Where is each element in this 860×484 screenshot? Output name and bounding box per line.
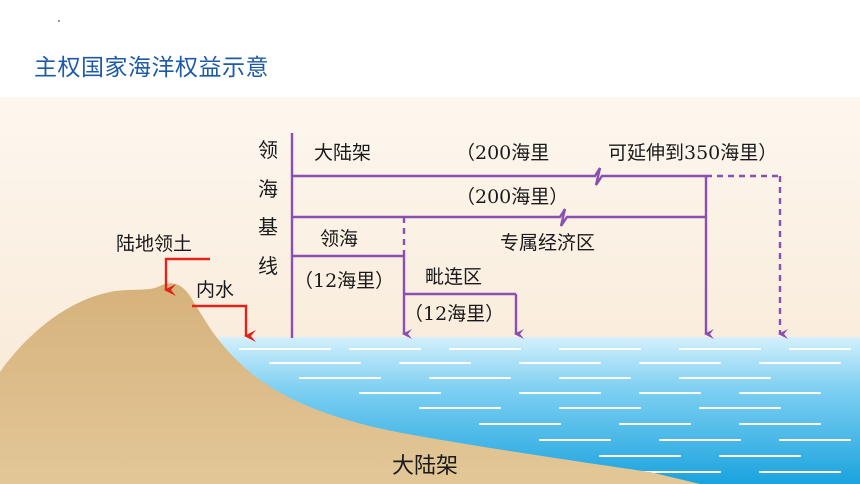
territorial-distance-label: （12海里）	[294, 270, 394, 292]
baseline-char-1: 领	[258, 138, 278, 162]
baseline-char-2: 海	[258, 177, 278, 201]
internal-waters-arrow	[192, 304, 256, 342]
land-arrow	[164, 257, 210, 296]
baseline-char-4: 线	[258, 254, 278, 278]
baseline-char-3: 基	[258, 215, 278, 239]
shelf-line	[292, 167, 706, 186]
page-title: 主权国家海洋权益示意	[34, 55, 269, 81]
eez-distance-label: （200海里）	[456, 186, 568, 208]
decor-dot	[58, 20, 60, 22]
zone-brackets	[290, 133, 714, 339]
contiguous-zone-label: 毗连区	[425, 266, 482, 288]
shelf-extend-label: 可延伸到350海里）	[608, 142, 777, 164]
continental-shelf-label: 大陆架	[314, 142, 371, 164]
wave-lines	[239, 348, 851, 473]
shelf-distance-label: （200海里	[456, 142, 549, 164]
eez-line	[292, 208, 706, 227]
eez-label: 专属经济区	[500, 232, 595, 254]
continental-shelf-bottom-label: 大陆架	[392, 454, 458, 479]
land-territory-label: 陆地领土	[116, 233, 192, 255]
red-arrows	[164, 257, 256, 342]
contiguous-distance-label: （12海里）	[404, 303, 504, 325]
land-territory-shape	[0, 283, 700, 484]
internal-waters-label: 内水	[196, 279, 234, 301]
dashed-extensions	[402, 174, 788, 339]
territorial-sea-label: 领海	[320, 228, 358, 250]
